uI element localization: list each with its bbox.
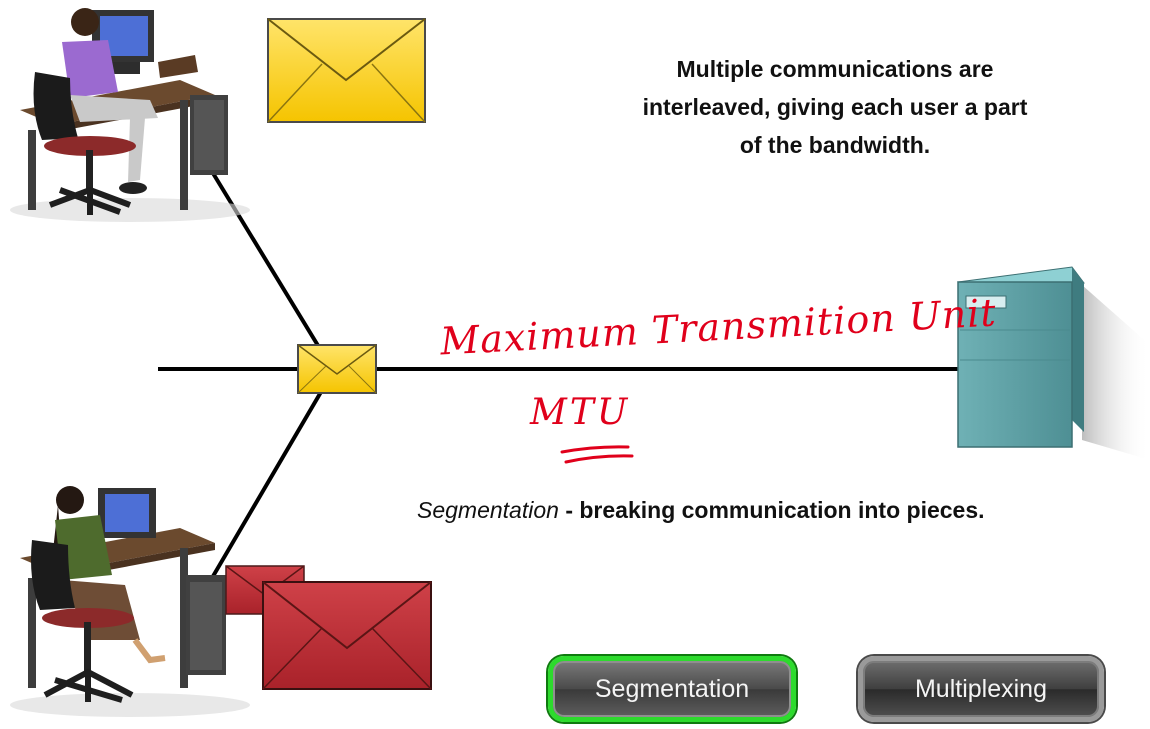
- network-links: [158, 163, 960, 580]
- caption-line-3: of the bandwidth.: [739, 132, 931, 158]
- caption-line-2: interleaved, giving each user a part: [642, 94, 1028, 120]
- handwritten-annotation-abbrev: MTU: [530, 392, 631, 433]
- segmentation-term: Segmentation: [417, 497, 559, 523]
- user-workstation-bottom: [10, 486, 250, 717]
- segmentation-button-label: Segmentation: [594, 674, 750, 703]
- multiplexing-button[interactable]: Multiplexing: [858, 656, 1104, 722]
- yellow-envelope-large: [267, 18, 426, 123]
- link-top-user: [206, 163, 330, 364]
- yellow-envelope-in-transit: [297, 344, 377, 394]
- server-icon: [957, 266, 1150, 460]
- handwritten-underline: [560, 445, 634, 464]
- link-bottom-user: [210, 378, 330, 580]
- segmentation-description: - breaking communication into pieces.: [558, 497, 985, 523]
- multiplexing-button-label: Multiplexing: [914, 674, 1047, 703]
- red-envelope-large: [262, 581, 432, 690]
- user-workstation-top: [10, 8, 250, 222]
- segmentation-definition: Segmentation - breaking communication in…: [417, 497, 1117, 524]
- segmentation-button[interactable]: Segmentation: [548, 656, 796, 722]
- multiplexing-caption: Multiple communications are interleaved,…: [600, 50, 1070, 164]
- caption-line-1: Multiple communications are: [676, 56, 994, 82]
